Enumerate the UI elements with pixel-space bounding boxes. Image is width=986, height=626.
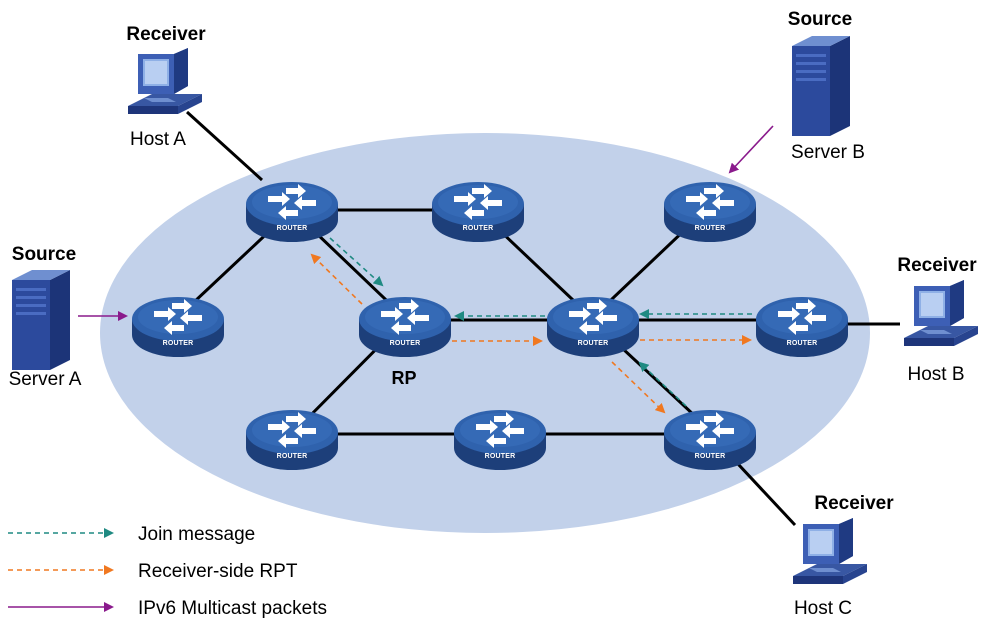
legend-rpt-label: Receiver-side RPT (138, 561, 298, 582)
router-r2 (432, 182, 524, 242)
server-b: Source Server B (788, 9, 865, 163)
host-a: Receiver Host A (126, 24, 206, 150)
router-r3 (664, 182, 756, 242)
host-b: Receiver Host B (897, 255, 978, 385)
rp-label: RP (391, 368, 416, 388)
legend-join: Join message (8, 524, 255, 545)
router-r1 (246, 182, 338, 242)
multicast-arrows (78, 125, 774, 321)
host-a-pc-icon (128, 48, 202, 114)
server-b-server-icon (792, 36, 850, 136)
host-a-name: Host A (130, 129, 186, 150)
host-b-name: Host B (907, 364, 964, 385)
server-a-role: Source (12, 244, 76, 265)
legend-rpt: Receiver-side RPT (8, 561, 298, 582)
router-r4 (132, 297, 224, 357)
host-b-pc-icon (904, 280, 978, 346)
router-r7 (756, 297, 848, 357)
server-b-role: Source (788, 9, 852, 30)
router-r6 (547, 297, 639, 357)
server-a-name: Server A (9, 369, 82, 390)
router-r8 (246, 410, 338, 470)
host-b-role: Receiver (897, 255, 977, 276)
server-b-name: Server B (791, 142, 865, 163)
router-r10 (664, 410, 756, 470)
server-a: Source Server A (9, 244, 82, 390)
host-c-pc-icon (793, 518, 867, 584)
router-rp (359, 297, 451, 357)
host-c-name: Host C (794, 598, 852, 619)
legend-multicast-label: IPv6 Multicast packets (138, 598, 327, 619)
host-a-role: Receiver (126, 24, 206, 45)
join-message-arrows (329, 237, 752, 407)
router-r9 (454, 410, 546, 470)
host-c-role: Receiver (814, 493, 894, 514)
legend-join-label: Join message (138, 524, 255, 545)
server-a-server-icon (12, 270, 70, 370)
rpt-arrows (310, 253, 752, 414)
legend: Join message Receiver-side RPT IPv6 Mult… (8, 524, 327, 619)
legend-multicast: IPv6 Multicast packets (8, 598, 327, 619)
host-c: Receiver Host C (793, 493, 894, 619)
